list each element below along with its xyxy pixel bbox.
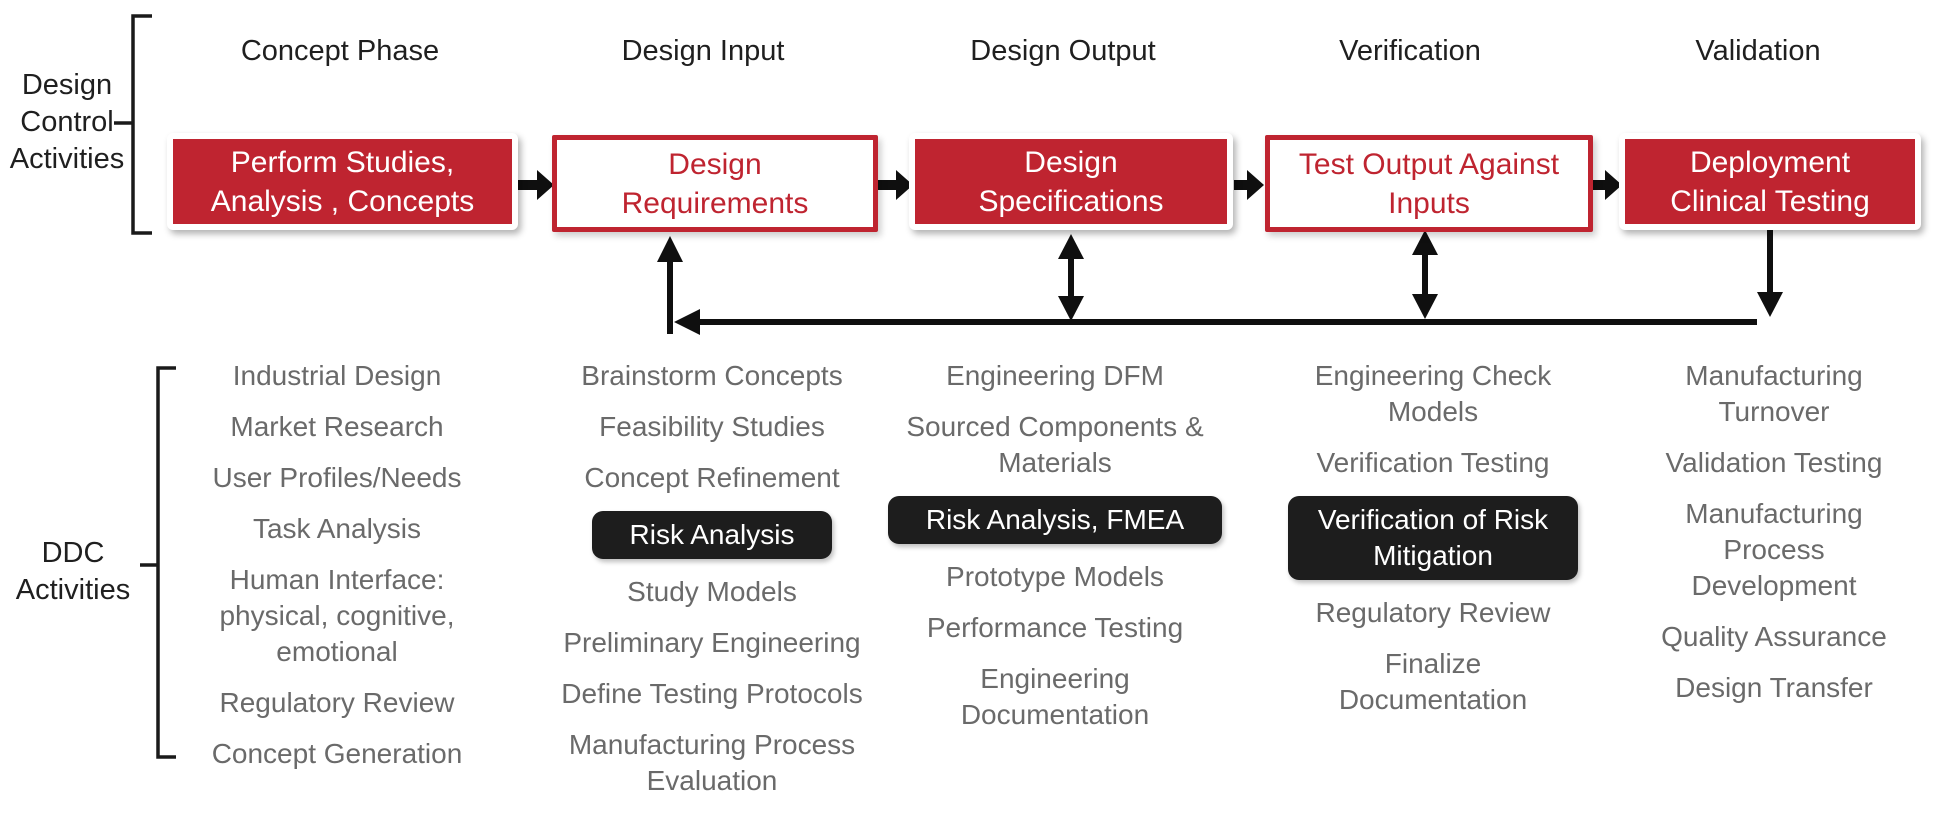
design-control-label-line: Activities <box>9 143 125 175</box>
phase-header-validation: Validation <box>1695 35 1821 67</box>
ddc-item-industrial-design: Industrial Design <box>232 360 442 391</box>
box-text-line: Analysis , Concepts <box>210 184 475 218</box>
flow-arrow-1 <box>514 170 554 200</box>
ddc-item-human-interface: Human Interface: physical, cognitive, em… <box>219 564 455 667</box>
ddc-item-study-models: Study Models <box>627 576 797 607</box>
ddc-item-manufacturing-process-development: Manufacturing Process Development <box>1685 498 1863 601</box>
box-text-line: Inputs <box>1388 186 1470 220</box>
ddc-item-verification-testing: Verification Testing <box>1316 447 1550 478</box>
box-text-line: Perform Studies, <box>230 145 455 179</box>
feedback-arrow-deployment <box>1757 230 1783 317</box>
ddc-item-manufacturing-process-evaluation: Manufacturing Process Evaluation <box>568 729 856 796</box>
ddc-item-concept-refinement: Concept Refinement <box>584 462 840 493</box>
ddc-item-feasibility-studies: Feasibility Studies <box>599 411 825 442</box>
box-text-line: Test Output Against <box>1298 147 1560 181</box>
ddc-item-performance-testing: Performance Testing <box>926 612 1184 643</box>
ddc-label-line: DDC <box>41 537 105 569</box>
box-test-output-against-inputs: Test Output Against Inputs <box>1265 135 1593 232</box>
ddc-item-manufacturing-turnover: Manufacturing Turnover <box>1685 360 1863 427</box>
ddc-item-engineering-dfm: Engineering DFM <box>946 360 1164 391</box>
design-control-bracket <box>114 14 152 235</box>
ddc-item-preliminary-engineering: Preliminary Engineering <box>563 627 861 658</box>
ddc-item-concept-generation: Concept Generation <box>211 738 463 769</box>
ddc-item-regulatory-review-concept: Regulatory Review <box>219 687 455 718</box>
box-text-line: Design <box>1024 145 1118 179</box>
feedback-arrow-design-specifications <box>1058 234 1084 321</box>
ddc-column-design-output: Engineering DFM Sourced Components & Mat… <box>887 358 1223 733</box>
ddc-item-design-transfer: Design Transfer <box>1675 672 1873 703</box>
risk-analysis-chip: Risk Analysis <box>591 511 833 559</box>
ddc-column-validation: Manufacturing Turnover Validation Testin… <box>1654 358 1894 706</box>
feedback-arrow-test-output <box>1412 230 1438 319</box>
ddc-item-quality-assurance: Quality Assurance <box>1661 621 1887 652</box>
box-text-line: Requirements <box>621 186 809 220</box>
feedback-arrow-design-requirements <box>657 236 683 334</box>
risk-analysis-fmea-chip: Risk Analysis, FMEA <box>887 496 1223 544</box>
flow-arrow-2 <box>877 170 913 200</box>
ddc-item-brainstorm-concepts: Brainstorm Concepts <box>581 360 843 391</box>
phase-header-verification: Verification <box>1339 35 1481 67</box>
box-text-line: Clinical Testing <box>1670 184 1870 218</box>
box-perform-studies: Perform Studies, Analysis , Concepts <box>167 133 518 230</box>
design-control-activities-label: Design Control Activities <box>2 67 132 178</box>
ddc-item-market-research: Market Research <box>230 411 444 442</box>
ddc-label-line: Activities <box>15 574 131 606</box>
ddc-column-concept-phase: Industrial Design Market Research User P… <box>187 358 487 772</box>
flow-arrow-4 <box>1591 170 1622 200</box>
verification-of-risk-mitigation-chip: Verification of Risk Mitigation <box>1288 496 1578 580</box>
ddc-item-task-analysis: Task Analysis <box>252 513 422 544</box>
feedback-left-arrowhead <box>674 309 700 335</box>
ddc-column-verification: Engineering Check Models Verification Te… <box>1288 358 1578 718</box>
feedback-line <box>674 309 1757 335</box>
box-text-line: Design <box>668 147 762 181</box>
ddc-activities-label: DDC Activities <box>8 535 138 609</box>
ddc-item-user-profiles-needs: User Profiles/Needs <box>212 462 462 493</box>
ddc-item-define-testing-protocols: Define Testing Protocols <box>561 678 863 709</box>
ddc-bracket <box>140 366 176 759</box>
design-control-label-line: Control <box>20 106 114 138</box>
ddc-item-engineering-check-models: Engineering Check Models <box>1314 360 1552 427</box>
phase-header-concept-phase: Concept Phase <box>240 35 440 67</box>
ddc-item-finalize-documentation: Finalize Documentation <box>1338 648 1528 715</box>
phase-header-design-output: Design Output <box>970 35 1156 67</box>
ddc-item-regulatory-review-verification: Regulatory Review <box>1315 597 1551 628</box>
box-deployment-clinical-testing: Deployment Clinical Testing <box>1619 133 1921 230</box>
ddc-item-validation-testing: Validation Testing <box>1665 447 1883 478</box>
box-design-specifications: Design Specifications <box>909 133 1233 230</box>
box-design-requirements: Design Requirements <box>552 135 878 232</box>
design-control-label-line: Design <box>21 69 113 101</box>
box-text-line: Deployment <box>1689 145 1851 179</box>
ddc-item-sourced-components-materials: Sourced Components & Materials <box>906 411 1204 478</box>
box-text-line: Specifications <box>978 184 1164 218</box>
ddc-column-design-input: Brainstorm Concepts Feasibility Studies … <box>542 358 882 799</box>
flow-arrow-3 <box>1234 170 1264 200</box>
ddc-item-engineering-documentation: Engineering Documentation <box>960 663 1150 730</box>
ddc-item-prototype-models: Prototype Models <box>946 561 1164 592</box>
phase-header-design-input: Design Input <box>621 35 785 67</box>
